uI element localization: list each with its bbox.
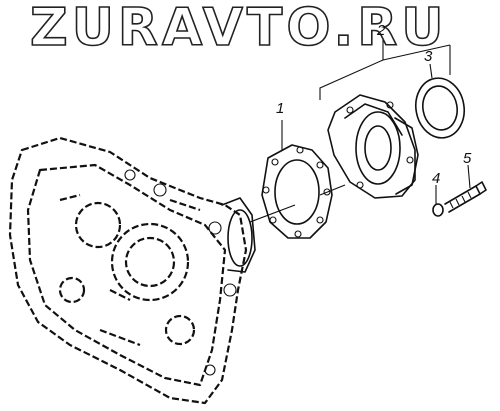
center-axis-line (249, 204, 296, 223)
callout-leaders (281, 40, 471, 205)
housing-output-boss (221, 197, 256, 273)
transmission-housing (8, 136, 248, 405)
callout-1: 1 (276, 100, 285, 117)
seal-part-3 (414, 77, 466, 139)
callout-4: 4 (432, 170, 441, 187)
cover-part-2 (327, 94, 419, 199)
bolt-part-5 (444, 181, 487, 213)
callout-5: 5 (463, 150, 472, 167)
gasket-part-1 (261, 144, 333, 239)
callout-2: 2 (377, 22, 386, 39)
watermark-text: ZURAVTO.RU (29, 0, 448, 58)
callout-3: 3 (424, 48, 433, 65)
washer-part-4 (432, 203, 444, 217)
